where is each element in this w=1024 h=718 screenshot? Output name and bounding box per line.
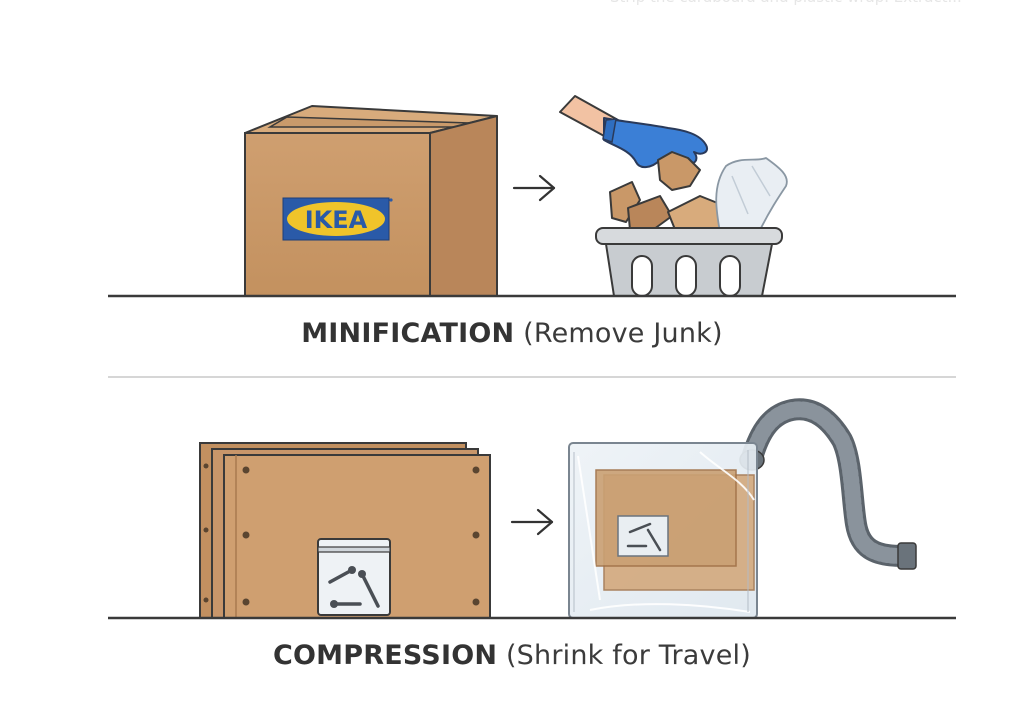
right-arrow-icon [512, 174, 556, 202]
trash-contents [609, 157, 788, 233]
caption-compression: COMPRESSION (Shrink for Travel) [0, 640, 1024, 671]
screw-bag-icon [317, 538, 391, 616]
ikea-logo: IKEA [282, 197, 393, 241]
compression-panel [108, 398, 956, 620]
caption-minification-key: MINIFICATION [301, 318, 515, 349]
caption-minification-description: (Remove Junk) [523, 318, 723, 349]
vacuum-hose-icon [739, 398, 917, 570]
faded-header-text: Strip the cardboard and plastic wrap. Ex… [610, 0, 1010, 10]
minification-panel: IKEA [108, 95, 956, 298]
right-arrow-icon-2 [510, 508, 554, 536]
trash-basket-icon [595, 227, 783, 297]
ikea-box-icon: IKEA [244, 105, 498, 297]
caption-minification: MINIFICATION (Remove Junk) [0, 318, 1024, 349]
vacuum-seal-bag-icon [568, 442, 758, 619]
crumpled-paper-icon [657, 151, 701, 191]
caption-compression-key: COMPRESSION [273, 640, 498, 671]
ikea-logo-text: IKEA [305, 206, 368, 234]
caption-compression-description: (Shrink for Travel) [505, 640, 751, 671]
